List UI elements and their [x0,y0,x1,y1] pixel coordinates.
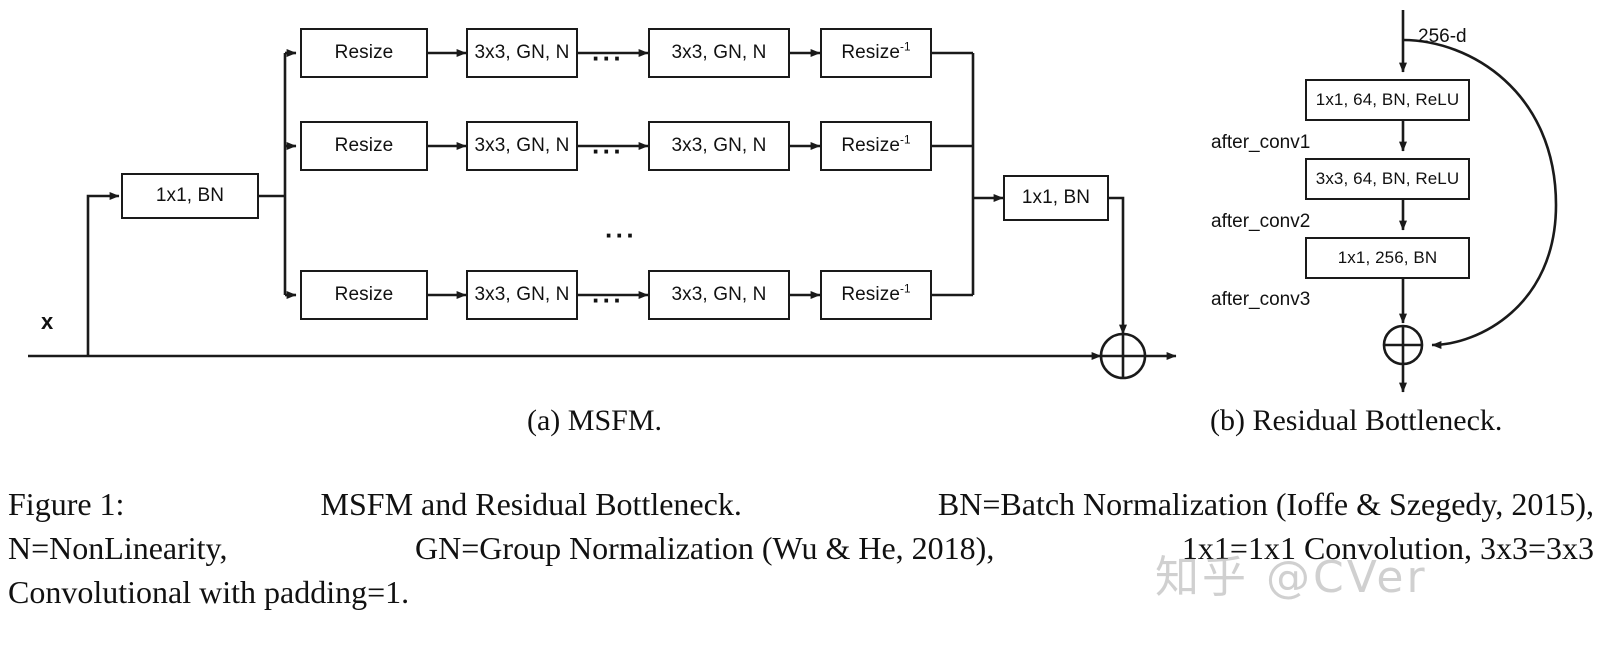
stem-conv-label: 1x1, BN [155,185,225,206]
branch-3-conv-last-box: 3x3, GN, N [648,270,790,320]
bottleneck-box-1-label: 1x1, 64, BN, ReLU [1315,90,1460,109]
branch-3-conv-last-label: 3x3, GN, N [671,284,767,305]
caption-line-1: Figure 1: MSFM and Residual Bottleneck. … [8,482,1594,526]
after-conv3-label: after_conv3 [1211,289,1311,310]
merge-conv-box-a: 1x1, BN [1003,175,1109,221]
branch-1-resize-box: Resize [300,28,428,78]
branch-2-conv-first-label: 3x3, GN, N [474,135,570,156]
branch-1-resize-inv-label: Resize-1 [841,40,911,63]
after-conv1-label: after_conv1 [1211,132,1311,153]
branch-3-resize-inv-label: Resize-1 [841,282,911,305]
branch-2-conv-first-box: 3x3, GN, N [466,121,578,171]
branch-2-conv-last-box: 3x3, GN, N [648,121,790,171]
branch-2-resize-inv-box: Resize-1 [820,121,932,171]
figure-caption: Figure 1: MSFM and Residual Bottleneck. … [8,482,1594,614]
caption-line-2-seg-2: GN=Group Normalization (Wu & He, 2018), [415,530,995,567]
branch-1-resize-label: Resize [334,42,394,63]
caption-line-1-seg-1: Figure 1: [8,486,125,522]
caption-line-1-seg-3: BN=Batch Normalization (Ioffe & Szegedy,… [937,486,1594,522]
branch-2-resize-inv-label: Resize-1 [841,133,911,156]
branch-1-conv-first-box: 3x3, GN, N [466,28,578,78]
after-conv2-label: after_conv2 [1211,211,1311,232]
branch-3-resize-box: Resize [300,270,428,320]
branch-3-resize-inv-box: Resize-1 [820,270,932,320]
bottleneck-box-1: 1x1, 64, BN, ReLU [1305,79,1470,121]
branch-1-ellipsis: ··· [592,43,624,73]
branch-1-conv-first-label: 3x3, GN, N [474,42,570,63]
sum-node-a [1099,332,1147,380]
caption-line-2-seg-3: 1x1=1x1 Convolution, 3x3=3x3 [1181,530,1594,567]
stem-conv-box-a: 1x1, BN [121,173,259,219]
caption-line-3: Convolutional with padding=1. [8,574,410,611]
bottleneck-box-3: 1x1, 256, BN [1305,237,1470,279]
branch-2-resize-box: Resize [300,121,428,171]
caption-line-1-seg-2: MSFM and Residual Bottleneck. [320,486,742,522]
merge-conv-label: 1x1, BN [1021,187,1091,208]
subcaption-a: (a) MSFM. [527,404,663,437]
input-label-x: x [41,309,54,334]
caption-line-2: N=NonLinearity, GN=Group Normalization (… [8,526,1594,570]
branch-3-resize-label: Resize [334,284,394,305]
bottleneck-box-3-label: 1x1, 256, BN [1337,248,1438,267]
merge-to-sum-line [1109,196,1127,335]
branch-2-resize-label: Resize [334,135,394,156]
branch-3-conv-first-box: 3x3, GN, N [466,270,578,320]
branch-2-ellipsis: ··· [592,136,624,166]
stem-input-line [86,192,120,356]
bottleneck-box-2: 3x3, 64, BN, ReLU [1305,158,1470,200]
branches-ellipsis: ··· [605,220,637,250]
branch-3-ellipsis: ··· [592,285,624,315]
sum-node-b [1382,324,1424,366]
bottleneck-box-2-label: 3x3, 64, BN, ReLU [1315,169,1460,188]
branch-2-conv-last-label: 3x3, GN, N [671,135,767,156]
branch-1-resize-inv-box: Resize-1 [820,28,932,78]
input-label-256d: 256-d [1418,26,1467,47]
caption-line-2-seg-1: N=NonLinearity, [8,530,228,567]
branch-1-conv-last-box: 3x3, GN, N [648,28,790,78]
subcaption-b: (b) Residual Bottleneck. [1210,404,1503,437]
branch-1-conv-last-label: 3x3, GN, N [671,42,767,63]
branch-3-conv-first-label: 3x3, GN, N [474,284,570,305]
